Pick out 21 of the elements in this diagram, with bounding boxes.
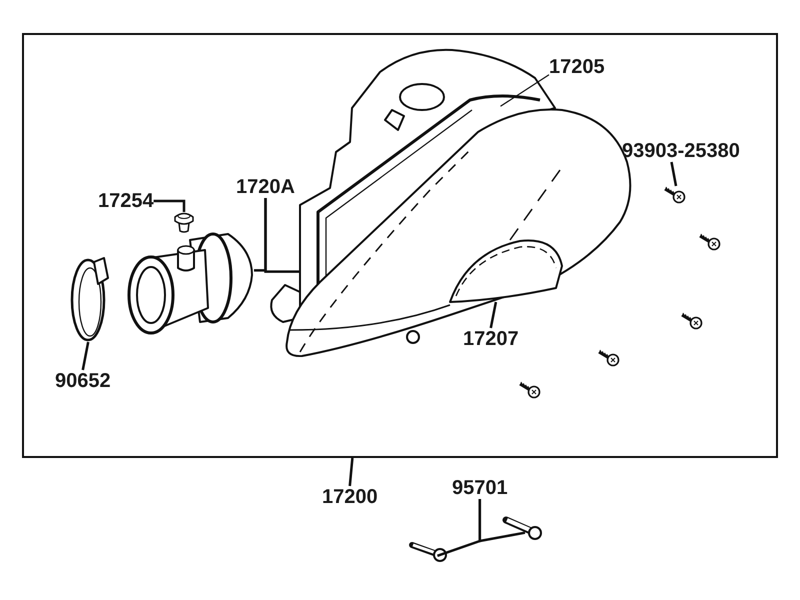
part-number: 17205 <box>549 56 605 78</box>
part-number: 17254 <box>98 190 154 212</box>
leader-line <box>348 458 354 486</box>
part-number: 90652 <box>55 370 111 392</box>
leader-line <box>478 499 526 542</box>
part-number: 95701 <box>452 477 508 499</box>
bolt-drawing <box>503 514 543 540</box>
leader-line <box>154 200 186 212</box>
cap-drawing <box>174 212 194 232</box>
part-number: 17207 <box>463 328 519 350</box>
leader-line <box>82 342 90 370</box>
cover-drawing <box>450 240 562 302</box>
leader-line <box>670 162 678 186</box>
part-number: 93903-25380 <box>622 140 740 162</box>
part-number: 1720A <box>236 176 295 198</box>
hose-clamp-drawing <box>68 256 110 342</box>
part-number: 17200 <box>322 486 378 508</box>
leader-line <box>264 198 300 273</box>
screw-drawing <box>664 186 684 202</box>
leader-line <box>490 302 498 328</box>
frame-border <box>22 33 778 458</box>
